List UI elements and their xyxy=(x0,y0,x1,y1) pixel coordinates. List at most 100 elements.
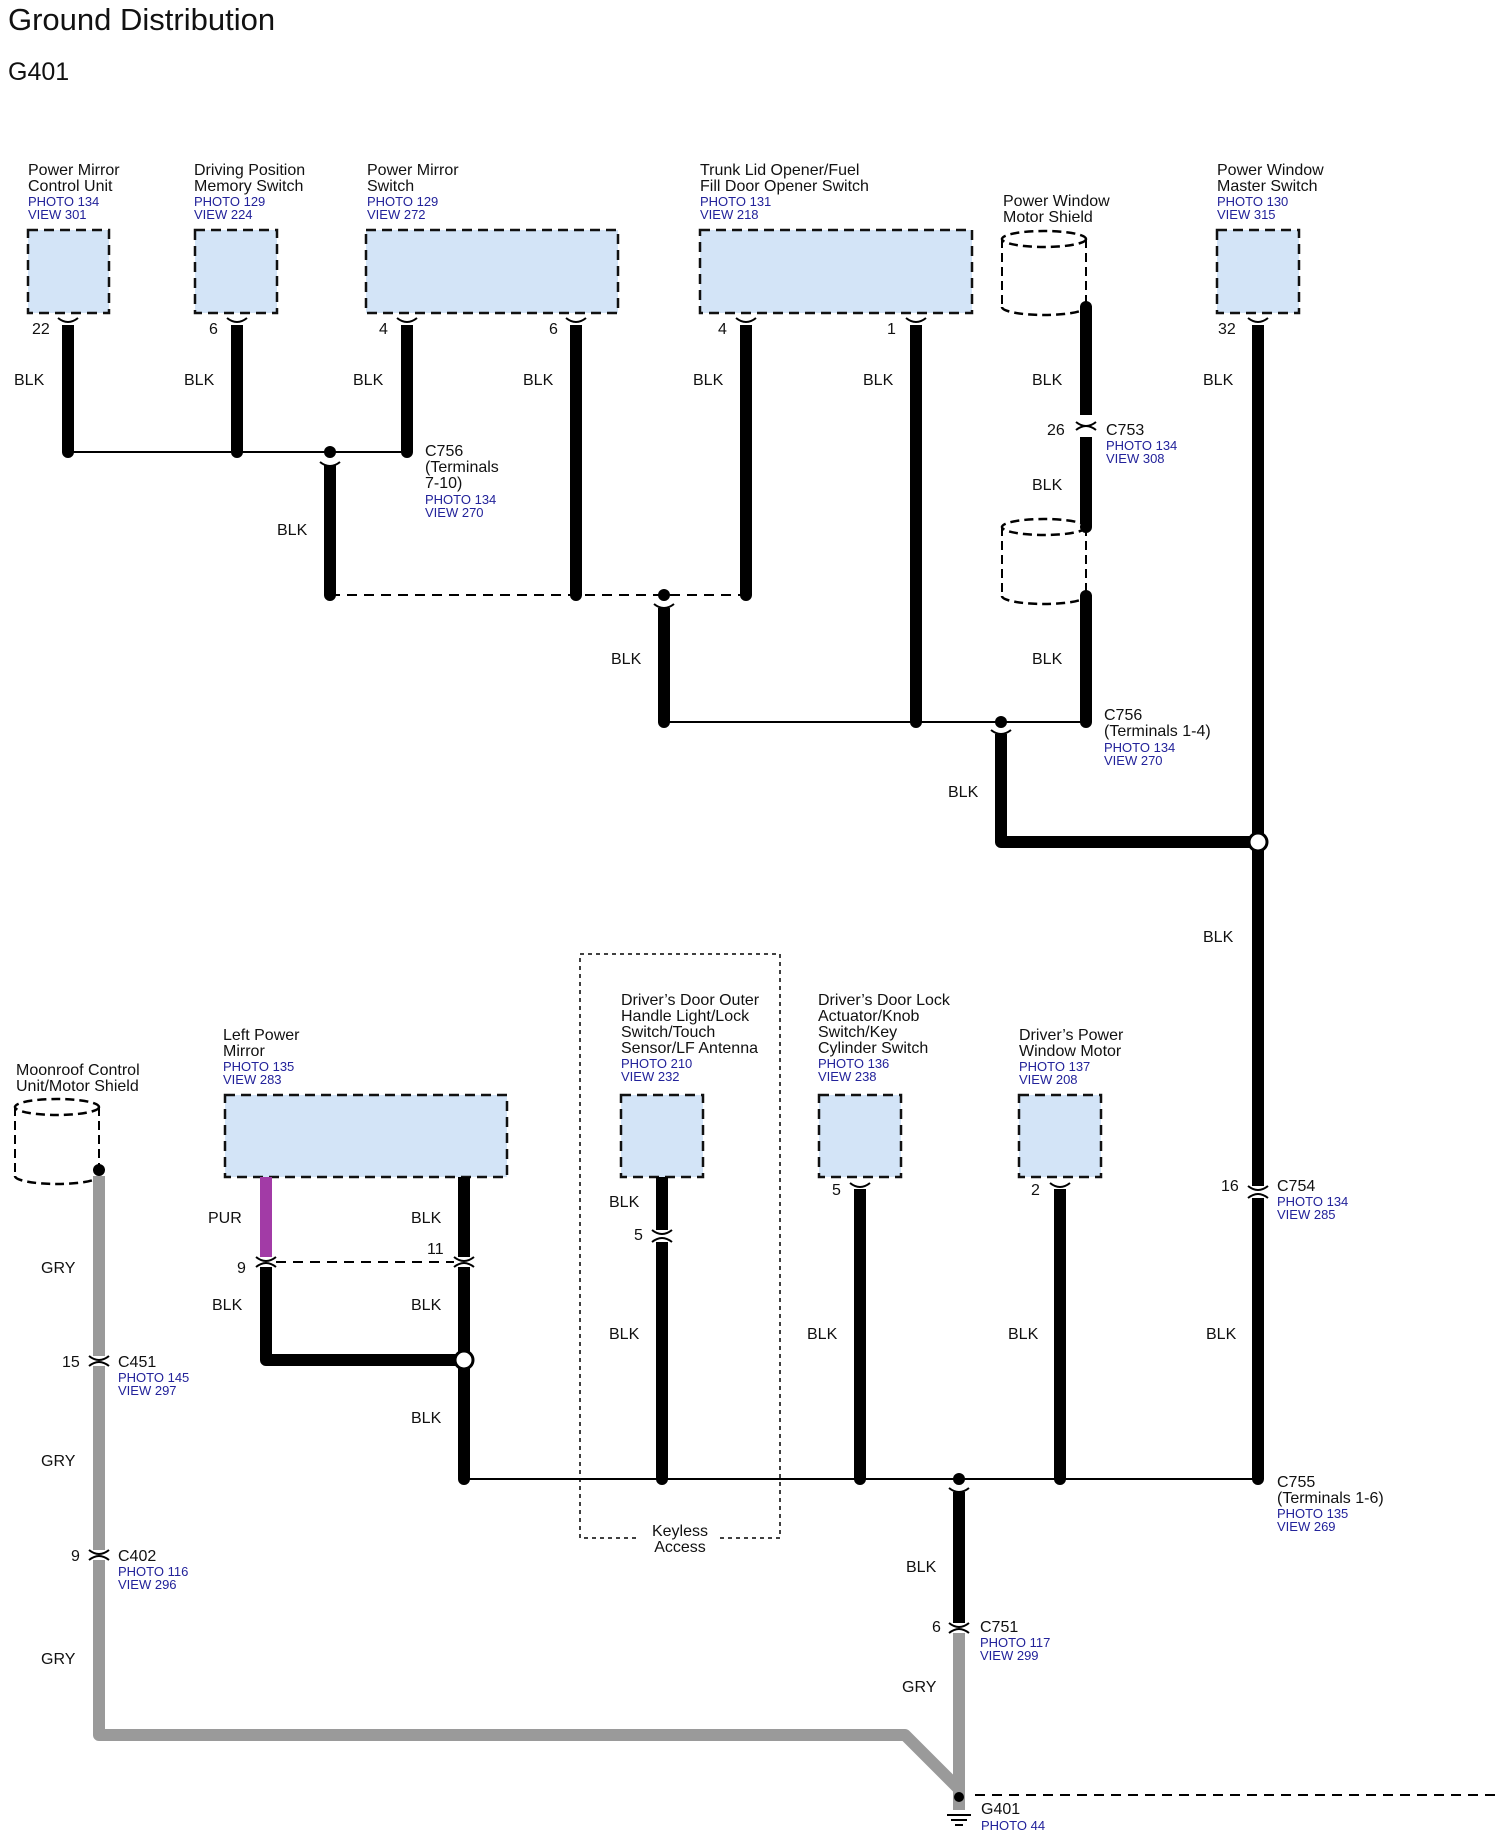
svg-text:VIEW 270: VIEW 270 xyxy=(1104,753,1163,768)
svg-text:Sensor/LF Antenna: Sensor/LF Antenna xyxy=(621,1040,758,1057)
svg-text:BLK: BLK xyxy=(611,651,642,668)
ground-g401: G401 PHOTO 44 xyxy=(981,1801,1045,1833)
svg-text:Driver’s Door Outer: Driver’s Door Outer xyxy=(621,992,760,1009)
svg-text:Switch/Touch: Switch/Touch xyxy=(621,1024,715,1041)
svg-text:VIEW 270: VIEW 270 xyxy=(425,505,484,520)
svg-text:22: 22 xyxy=(32,321,50,338)
svg-text:VIEW 232: VIEW 232 xyxy=(621,1069,680,1084)
svg-text:PHOTO 134: PHOTO 134 xyxy=(1106,438,1177,453)
svg-text:GRY: GRY xyxy=(41,1651,76,1668)
svg-text:VIEW 272: VIEW 272 xyxy=(367,207,426,222)
svg-text:(Terminals: (Terminals xyxy=(425,459,499,476)
svg-text:BLK: BLK xyxy=(353,372,384,389)
top-splice-dots xyxy=(62,301,1269,853)
svg-text:PHOTO 129: PHOTO 129 xyxy=(367,194,438,209)
svg-text:C402: C402 xyxy=(118,1548,156,1565)
svg-text:Unit/Motor Shield: Unit/Motor Shield xyxy=(16,1078,139,1095)
svg-text:BLK: BLK xyxy=(1032,477,1063,494)
top-pin-labels: 22 6 4 6 4 1 32 26 xyxy=(32,321,1236,439)
svg-text:G401: G401 xyxy=(981,1801,1020,1818)
svg-text:BLK: BLK xyxy=(411,1410,442,1427)
svg-text:PHOTO 145: PHOTO 145 xyxy=(118,1370,189,1385)
power-window-motor-shield: Power Window Motor Shield xyxy=(1000,193,1110,317)
svg-text:PUR: PUR xyxy=(208,1210,242,1227)
svg-text:BLK: BLK xyxy=(906,1559,937,1576)
svg-text:26: 26 xyxy=(1047,422,1065,439)
svg-text:PHOTO 136: PHOTO 136 xyxy=(818,1056,889,1071)
svg-text:Keyless: Keyless xyxy=(652,1523,708,1540)
svg-text:PHOTO 117: PHOTO 117 xyxy=(980,1635,1050,1650)
svg-text:Driving Position: Driving Position xyxy=(194,162,305,179)
moonroof-control-unit-shield: Moonroof Control Unit/Motor Shield xyxy=(13,1062,140,1186)
svg-text:VIEW 297: VIEW 297 xyxy=(118,1383,177,1398)
svg-text:BLK: BLK xyxy=(184,372,215,389)
svg-text:Trunk Lid Opener/Fuel: Trunk Lid Opener/Fuel xyxy=(700,162,859,179)
connector-c402: C402 PHOTO 116 VIEW 296 xyxy=(118,1548,188,1592)
page-title: Ground Distribution xyxy=(8,2,275,37)
svg-text:BLK: BLK xyxy=(212,1297,243,1314)
svg-text:9: 9 xyxy=(237,1260,246,1277)
svg-text:C756: C756 xyxy=(425,443,463,460)
svg-text:BLK: BLK xyxy=(1206,1326,1237,1343)
svg-text:BLK: BLK xyxy=(1032,372,1063,389)
svg-text:VIEW 285: VIEW 285 xyxy=(1277,1207,1336,1222)
svg-text:6: 6 xyxy=(209,321,218,338)
svg-text:Actuator/Knob: Actuator/Knob xyxy=(818,1008,920,1025)
svg-text:BLK: BLK xyxy=(1008,1326,1039,1343)
bottom-wire-color-labels: GRY GRY GRY PUR BLK BLK BLK BLK BLK BLK … xyxy=(41,1194,1237,1696)
svg-text:BLK: BLK xyxy=(1203,372,1234,389)
svg-text:Motor Shield: Motor Shield xyxy=(1003,209,1093,226)
svg-text:5: 5 xyxy=(832,1182,841,1199)
svg-text:VIEW 208: VIEW 208 xyxy=(1019,1072,1078,1087)
svg-text:PHOTO 134: PHOTO 134 xyxy=(1277,1194,1348,1209)
svg-text:C753: C753 xyxy=(1106,422,1144,439)
svg-text:1: 1 xyxy=(887,321,896,338)
connector-c451: C451 PHOTO 145 VIEW 297 xyxy=(118,1354,189,1398)
svg-text:Switch/Key: Switch/Key xyxy=(818,1024,897,1041)
drivers-power-window-motor: Driver’s Power Window Motor PHOTO 137 VI… xyxy=(1017,1027,1124,1179)
svg-text:BLK: BLK xyxy=(863,372,894,389)
connector-c754: C754 PHOTO 134 VIEW 285 xyxy=(1277,1178,1348,1222)
svg-text:BLK: BLK xyxy=(1032,651,1063,668)
svg-text:BLK: BLK xyxy=(1203,929,1234,946)
svg-text:Handle Light/Lock: Handle Light/Lock xyxy=(621,1008,750,1025)
svg-text:VIEW 283: VIEW 283 xyxy=(223,1072,282,1087)
svg-text:VIEW 238: VIEW 238 xyxy=(818,1069,877,1084)
svg-text:6: 6 xyxy=(932,1619,941,1636)
svg-text:5: 5 xyxy=(634,1227,643,1244)
power-mirror-switch: Power Mirror Switch PHOTO 129 VIEW 272 xyxy=(364,162,620,315)
top-ground-wires xyxy=(57,307,1269,1186)
svg-text:VIEW 301: VIEW 301 xyxy=(28,207,87,222)
svg-text:PHOTO 131: PHOTO 131 xyxy=(700,194,771,209)
svg-text:PHOTO 130: PHOTO 130 xyxy=(1217,194,1288,209)
svg-text:PHOTO 137: PHOTO 137 xyxy=(1019,1059,1090,1074)
svg-text:Driver’s Door Lock: Driver’s Door Lock xyxy=(818,992,951,1009)
keyless-access-group: Keyless Access xyxy=(579,953,781,1560)
svg-text:PHOTO 134: PHOTO 134 xyxy=(425,492,496,507)
bottom-pin-labels: 16 9 11 5 5 2 15 9 6 xyxy=(62,1178,1239,1636)
svg-text:PHOTO 135: PHOTO 135 xyxy=(1277,1506,1348,1521)
svg-text:Moonroof Control: Moonroof Control xyxy=(16,1062,140,1079)
svg-text:PHOTO 134: PHOTO 134 xyxy=(1104,740,1175,755)
svg-text:Master Switch: Master Switch xyxy=(1217,178,1317,195)
bottom-splice-dots xyxy=(93,1164,1264,1802)
svg-text:PHOTO 44: PHOTO 44 xyxy=(981,1818,1045,1833)
svg-text:BLK: BLK xyxy=(523,372,554,389)
svg-text:Memory Switch: Memory Switch xyxy=(194,178,303,195)
svg-text:2: 2 xyxy=(1031,1182,1040,1199)
svg-text:BLK: BLK xyxy=(411,1210,442,1227)
svg-text:VIEW 269: VIEW 269 xyxy=(1277,1519,1336,1534)
svg-text:BLK: BLK xyxy=(14,372,45,389)
connector-c751: C751 PHOTO 117 VIEW 299 xyxy=(980,1619,1050,1663)
svg-text:GRY: GRY xyxy=(41,1453,76,1470)
svg-text:PHOTO 210: PHOTO 210 xyxy=(621,1056,692,1071)
svg-text:Power Mirror: Power Mirror xyxy=(28,162,120,179)
svg-text:PHOTO 134: PHOTO 134 xyxy=(28,194,99,209)
svg-text:7-10): 7-10) xyxy=(425,475,462,492)
svg-text:9: 9 xyxy=(71,1548,80,1565)
svg-text:Driver’s Power: Driver’s Power xyxy=(1019,1027,1124,1044)
svg-text:Cylinder Switch: Cylinder Switch xyxy=(818,1040,928,1057)
svg-text:Window Motor: Window Motor xyxy=(1019,1043,1122,1060)
drivers-door-outer-handle: Driver’s Door Outer Handle Light/Lock Sw… xyxy=(619,992,760,1179)
